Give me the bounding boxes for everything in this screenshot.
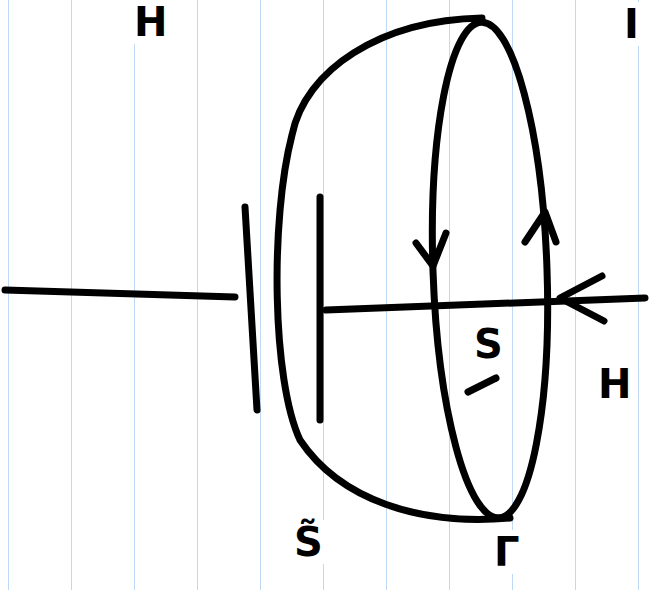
surface-mark bbox=[468, 378, 496, 392]
surface-label: S̃ bbox=[292, 520, 325, 564]
boundary-gamma bbox=[424, 20, 555, 520]
surface-label: S bbox=[472, 322, 505, 366]
field-label: H bbox=[132, 0, 169, 44]
field-label: H bbox=[596, 362, 633, 406]
current-label: I bbox=[622, 2, 641, 46]
surface-s-tilde bbox=[277, 18, 510, 519]
right-wire bbox=[326, 298, 645, 310]
orientation-arrow bbox=[525, 212, 556, 242]
capacitor-plate bbox=[245, 207, 257, 410]
left-wire bbox=[5, 290, 235, 297]
capacitor-plate bbox=[317, 197, 324, 420]
curve-label: Γ bbox=[492, 530, 522, 574]
orientation-arrow bbox=[416, 233, 446, 266]
current-arrow bbox=[560, 276, 604, 321]
